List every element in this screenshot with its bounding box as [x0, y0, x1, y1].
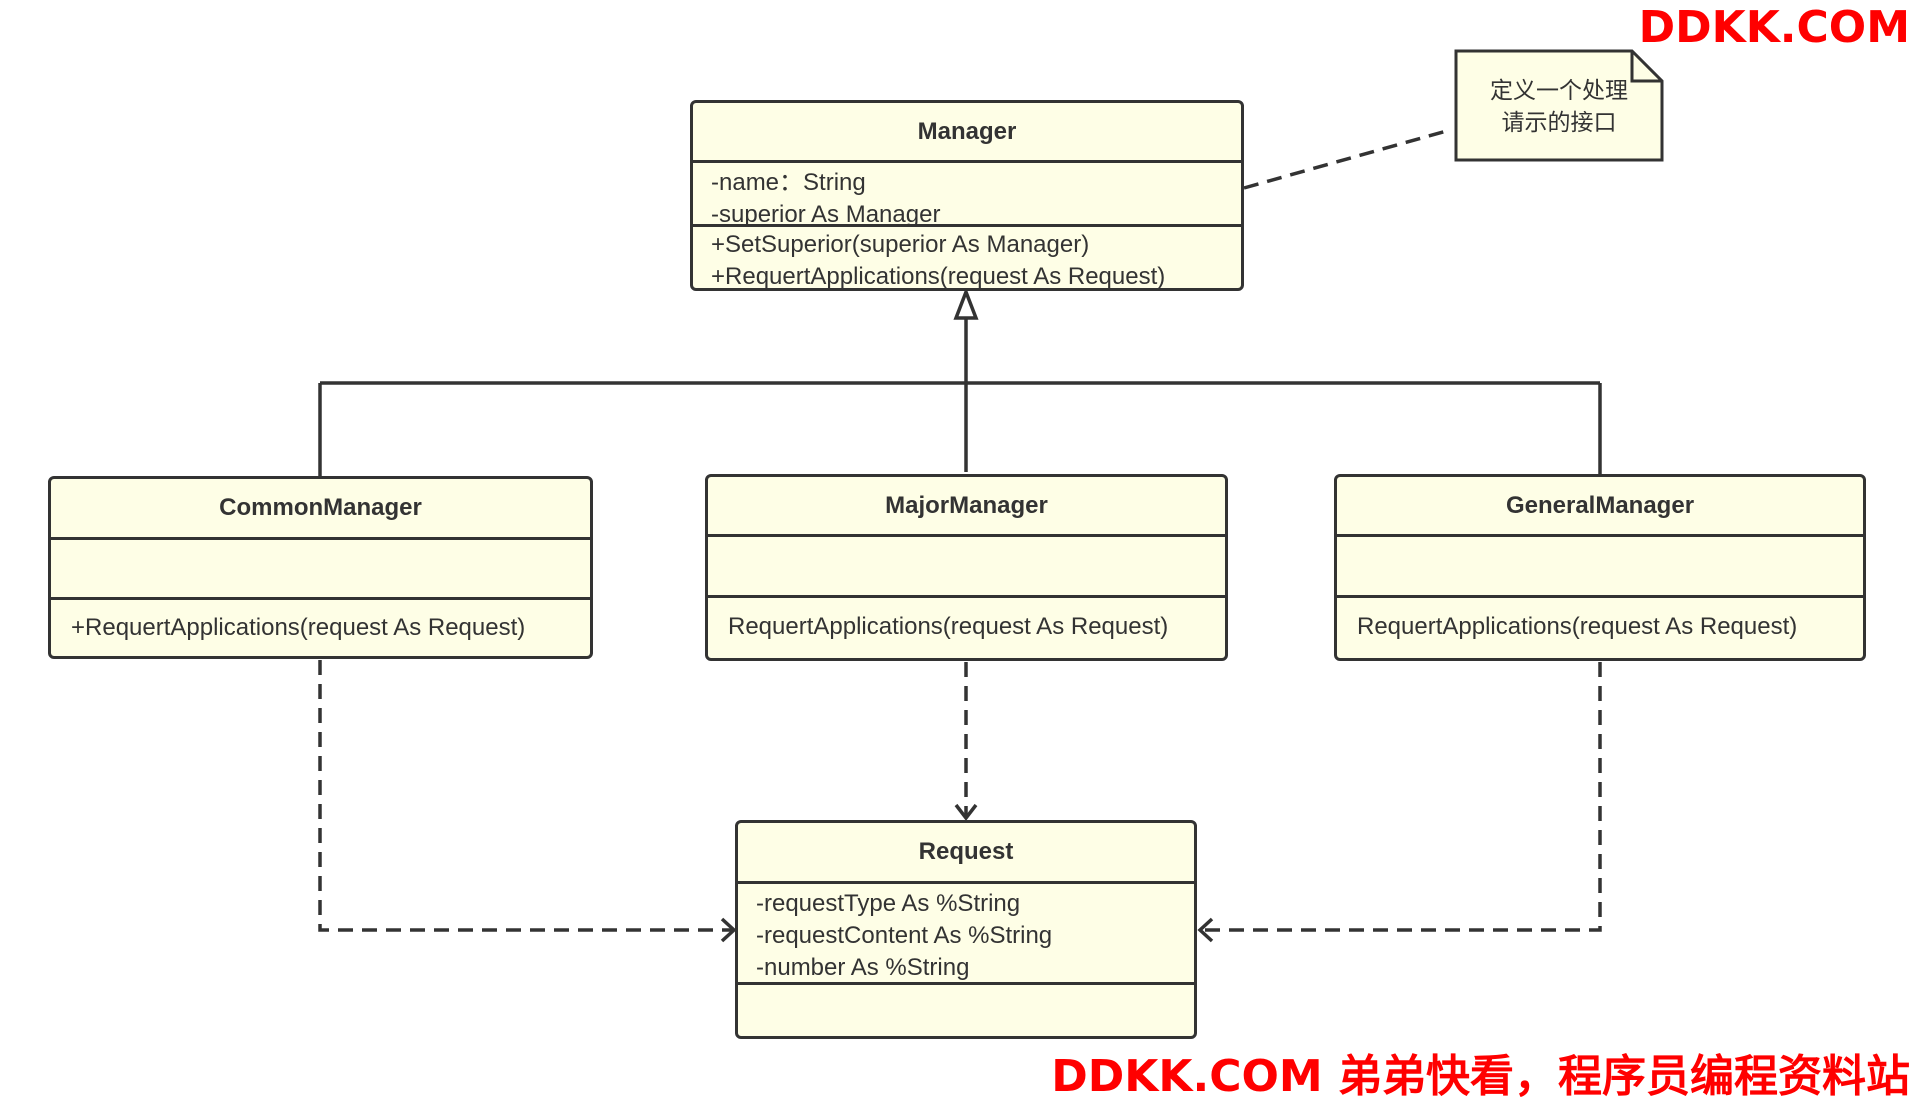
note-line: 定义一个处理 — [1490, 78, 1628, 104]
class-name-major-manager: MajorManager — [708, 477, 1225, 537]
dependency-arrowhead-common — [720, 917, 737, 943]
operations-common-manager: +RequertApplications(request As Request) — [51, 600, 590, 644]
note-comment[interactable]: 定义一个处理 请示的接口 — [1454, 49, 1664, 162]
attribute-name: -name：String — [711, 169, 866, 196]
attribute-request-type: -requestType As %String — [756, 890, 1021, 917]
class-major-manager[interactable]: MajorManager RequertApplications(request… — [705, 474, 1228, 661]
watermark-bottom: DDKK.COM 弟弟快看，程序员编程资料站 — [1051, 1051, 1910, 1102]
class-name-manager: Manager — [693, 103, 1241, 163]
operation-set-superior: +SetSuperior(superior As Manager) — [711, 231, 1090, 258]
operation-requert-applications: +RequertApplications(request As Request) — [711, 263, 1166, 290]
attributes-general-manager — [1337, 537, 1863, 598]
operation-requert-applications: +RequertApplications(request As Request) — [71, 614, 526, 641]
attributes-manager: -name：String -superior As Manager — [693, 163, 1241, 228]
dependency-common-request — [318, 660, 732, 932]
attribute-request-content: -requestContent As %String — [756, 922, 1053, 949]
class-name-request: Request — [738, 823, 1194, 884]
operations-major-manager: RequertApplications(request As Request) — [708, 598, 1225, 643]
attribute-superior: -superior As Manager — [711, 201, 941, 228]
class-general-manager[interactable]: GeneralManager RequertApplications(reque… — [1334, 474, 1866, 661]
operation-requert-applications: RequertApplications(request As Request) — [1357, 613, 1798, 640]
dependency-arrowhead-major — [954, 803, 978, 821]
operations-manager: +SetSuperior(superior As Manager) +Reque… — [693, 227, 1241, 290]
generalization-arrowhead — [953, 287, 979, 320]
class-request[interactable]: Request -requestType As %String -request… — [735, 820, 1197, 1039]
operation-requert-applications: RequertApplications(request As Request) — [728, 613, 1169, 640]
class-manager[interactable]: Manager -name：String -superior As Manage… — [690, 100, 1244, 291]
class-name-common-manager: CommonManager — [51, 479, 590, 540]
attributes-common-manager — [51, 540, 590, 600]
note-line: 请示的接口 — [1501, 110, 1617, 136]
note-shape — [1454, 49, 1664, 162]
class-common-manager[interactable]: CommonManager +RequertApplications(reque… — [48, 476, 593, 659]
dependency-general-request — [1202, 662, 1602, 932]
note-anchor-line — [1243, 128, 1451, 190]
attributes-request: -requestType As %String -requestContent … — [738, 884, 1194, 985]
dependency-arrowhead-general — [1197, 917, 1214, 943]
operations-request — [738, 985, 1194, 987]
note-text: 定义一个处理 请示的接口 — [1454, 75, 1664, 139]
class-name-general-manager: GeneralManager — [1337, 477, 1863, 537]
watermark-top: DDKK.COM — [1638, 2, 1910, 53]
attribute-number: -number As %String — [756, 954, 970, 981]
operations-general-manager: RequertApplications(request As Request) — [1337, 598, 1863, 643]
attributes-major-manager — [708, 537, 1225, 598]
